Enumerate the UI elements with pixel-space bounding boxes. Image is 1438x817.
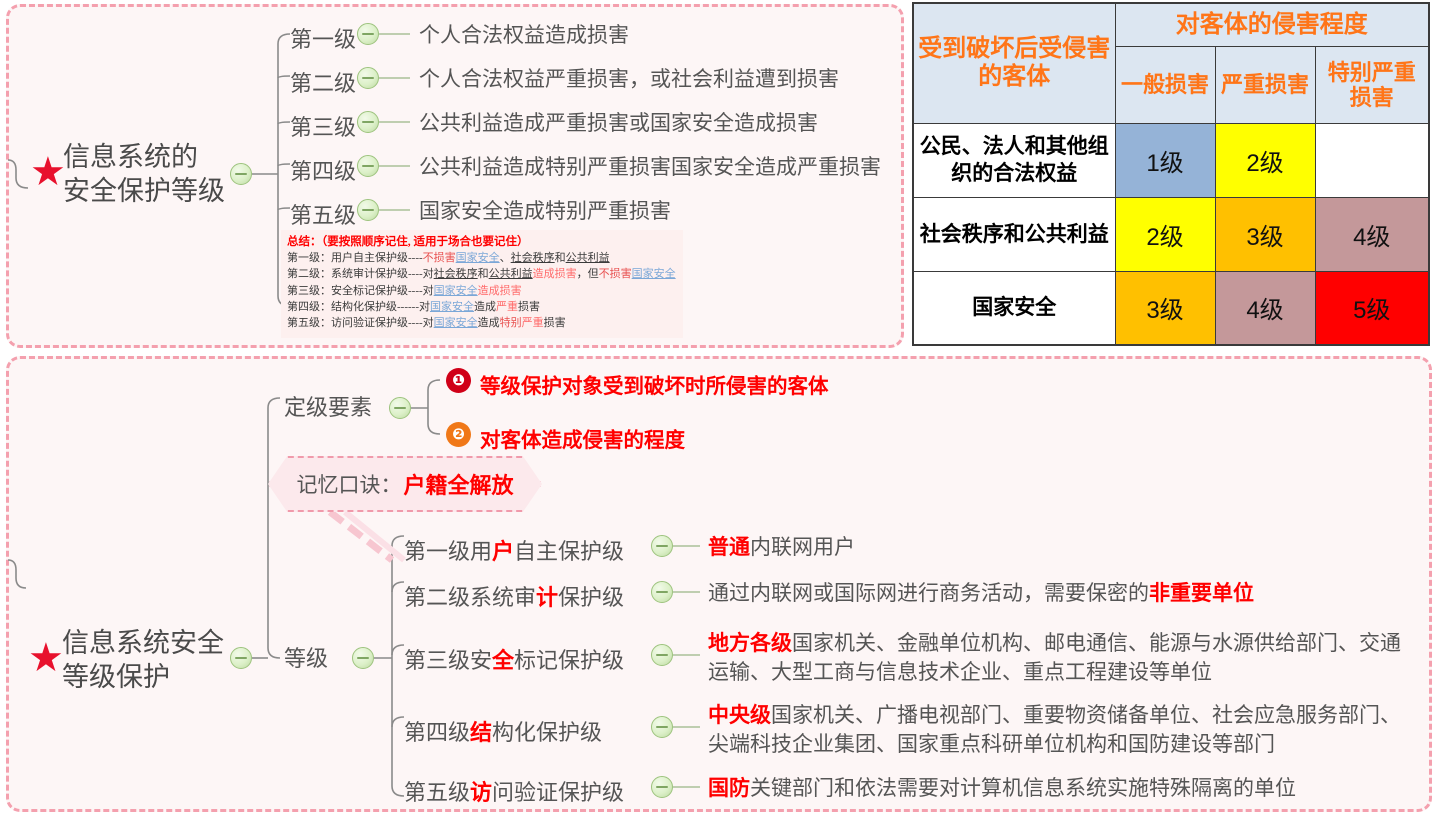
bottom-level-4-collapse-node[interactable] bbox=[651, 716, 673, 738]
top-root-line1: 信息系统的 bbox=[63, 142, 198, 172]
top-level-2-label: 第二级 bbox=[290, 71, 357, 96]
table-row-label-2: 社会秩序和公共利益 bbox=[912, 196, 1116, 272]
summary-line-1: 第一级：用户自主保护级----不损害国家安全、社会秩序和公共利益 bbox=[287, 252, 610, 265]
bottom-level-5-label: 第五级访问验证保护级 bbox=[404, 780, 625, 805]
table-cell-r1c1: 1级 bbox=[1114, 122, 1216, 198]
bottom-mindmap-panel bbox=[6, 356, 1432, 812]
bottom-level-4-label: 第四级结构化保护级 bbox=[404, 720, 603, 745]
mnemonic-callout: 记忆口诀：户籍全解放 bbox=[268, 456, 542, 512]
top-root-line2: 安全保护等级 bbox=[63, 176, 225, 206]
factor-2-bullet-icon: ❷ bbox=[446, 422, 471, 447]
bottom-level-3-collapse-node[interactable] bbox=[651, 644, 673, 666]
summary-line-3: 第三级：安全标记保护级----对国家安全造成损害 bbox=[287, 284, 522, 297]
top-level-1-collapse-node[interactable] bbox=[357, 23, 379, 45]
table-cell-r2c1: 2级 bbox=[1114, 196, 1216, 272]
mnemonic-label: 记忆口诀： bbox=[296, 474, 402, 497]
bottom-level-2-label: 第二级系统审计保护级 bbox=[404, 585, 625, 610]
top-level-4-collapse-node[interactable] bbox=[357, 155, 379, 177]
top-level-3-collapse-node[interactable] bbox=[357, 111, 379, 133]
top-level-3-desc: 公共利益造成严重损害或国家安全造成损害 bbox=[419, 112, 818, 135]
table-row: 公民、法人和其他组织的合法权益 1级 2级 bbox=[912, 122, 1430, 198]
summary-line-4: 第四级：结构化保护级------对国家安全造成严重损害 bbox=[287, 300, 540, 313]
table-cell-r3c2: 4级 bbox=[1214, 270, 1316, 346]
table-row-label-3: 国家安全 bbox=[912, 270, 1116, 346]
bottom-level-2-desc: 通过内联网或国际网进行商务活动，需要保密的非重要单位 bbox=[708, 582, 1254, 605]
mnemonic-value: 户籍全解放 bbox=[403, 473, 514, 498]
summary-line-5: 第五级：访问验证保护级----对国家安全造成特别严重损害 bbox=[287, 317, 566, 330]
bottom-level-4-desc: 中央级国家机关、广播电视部门、重要物资储备单位、社会应急服务部门、尖端科技企业集… bbox=[708, 704, 1401, 756]
dingji-collapse-node[interactable] bbox=[389, 397, 411, 419]
bottom-level-1-collapse-node[interactable] bbox=[651, 535, 673, 557]
top-level-2-desc: 个人合法权益严重损害，或社会利益遭到损害 bbox=[419, 68, 839, 91]
mnemonic-callout-shape bbox=[268, 456, 542, 512]
table-cell-r1c2: 2级 bbox=[1214, 122, 1316, 198]
top-level-4-label: 第四级 bbox=[290, 159, 357, 184]
bottom-root-label: 信息系统安全 等级保护 bbox=[62, 626, 224, 694]
summary-title: 总结：（要按照顺序记住, 适用于场合也要记住） bbox=[287, 236, 529, 248]
top-root-label: 信息系统的 安全保护等级 bbox=[63, 140, 225, 208]
bottom-root-line2: 等级保护 bbox=[62, 662, 170, 692]
table-corner-header: 受到破坏后受侵害的客体 bbox=[912, 2, 1116, 124]
top-level-4-desc: 公共利益造成特别严重损害国家安全造成严重损害 bbox=[419, 156, 881, 179]
table-col-header-1: 一般损害 bbox=[1114, 46, 1216, 124]
table-cell-r2c2: 3级 bbox=[1214, 196, 1316, 272]
top-level-5-collapse-node[interactable] bbox=[357, 199, 379, 221]
table-row: 社会秩序和公共利益 2级 3级 4级 bbox=[912, 196, 1430, 272]
table-row: 国家安全 3级 4级 5级 bbox=[912, 270, 1430, 346]
dengji-collapse-node[interactable] bbox=[352, 647, 374, 669]
top-level-5-desc: 国家安全造成特别严重损害 bbox=[419, 200, 671, 223]
top-level-3-label: 第三级 bbox=[290, 115, 357, 140]
factor-1-text: 等级保护对象受到破坏时所侵害的客体 bbox=[480, 375, 829, 398]
bottom-level-3-desc: 地方各级国家机关、金融单位机构、邮电通信、能源与水源供给部门、交通运输、大型工商… bbox=[708, 632, 1401, 684]
mnemonic-callout-text: 记忆口诀：户籍全解放 bbox=[268, 456, 542, 512]
star-icon: ★ bbox=[28, 636, 64, 680]
top-level-5-label: 第五级 bbox=[290, 203, 357, 228]
factor-1-bullet-icon: ❶ bbox=[446, 368, 471, 393]
bottom-root-collapse-node[interactable] bbox=[230, 647, 252, 669]
table-cell-r2c3: 4级 bbox=[1314, 196, 1430, 272]
summary-note-box: 总结：（要按照顺序记住, 适用于场合也要记住） 第一级：用户自主保护级----不… bbox=[281, 230, 683, 338]
bottom-level-3-label: 第三级安全标记保护级 bbox=[404, 648, 625, 673]
bottom-root-line1: 信息系统安全 bbox=[62, 628, 224, 658]
bottom-level-5-desc: 国防关键部门和依法需要对计算机信息系统实施特殊隔离的单位 bbox=[708, 777, 1296, 800]
table-cell-r3c3: 5级 bbox=[1314, 270, 1430, 346]
bottom-level-2-collapse-node[interactable] bbox=[651, 581, 673, 603]
top-root-collapse-node[interactable] bbox=[230, 163, 252, 185]
table-top-header: 对客体的侵害程度 bbox=[1114, 2, 1430, 48]
top-level-1-desc: 个人合法权益造成损害 bbox=[419, 24, 629, 47]
table-header-row-1: 受到破坏后受侵害的客体 对客体的侵害程度 bbox=[912, 2, 1430, 124]
star-icon: ★ bbox=[30, 150, 66, 194]
table-header-row-2: 一般损害 严重损害 特别严重损害 bbox=[913, 46, 1430, 124]
table-cell-r3c1: 3级 bbox=[1114, 270, 1216, 346]
summary-line-2: 第二级：系统审计保护级----对社会秩序和公共利益造成损害，但不损害国家安全 bbox=[287, 268, 676, 281]
table-row-label-1: 公民、法人和其他组织的合法权益 bbox=[912, 122, 1116, 198]
top-level-2-collapse-node[interactable] bbox=[357, 67, 379, 89]
branch-label-dengji: 等级 bbox=[284, 646, 329, 671]
branch-label-dingji: 定级要素 bbox=[284, 395, 373, 420]
bottom-level-1-desc: 普通内联网用户 bbox=[708, 536, 855, 559]
table-cell-r1c3 bbox=[1314, 122, 1430, 198]
table-col-header-2: 严重损害 bbox=[1214, 46, 1316, 124]
grade-matrix-table: 受到破坏后受侵害的客体 对客体的侵害程度 一般损害 严重损害 特别严重损害 公民… bbox=[912, 2, 1431, 346]
top-level-1-label: 第一级 bbox=[290, 27, 357, 52]
bottom-level-5-collapse-node[interactable] bbox=[651, 776, 673, 798]
table-col-header-3: 特别严重损害 bbox=[1314, 46, 1430, 124]
bottom-level-1-label: 第一级用户自主保护级 bbox=[404, 539, 625, 564]
factor-2-text: 对客体造成侵害的程度 bbox=[480, 429, 685, 452]
